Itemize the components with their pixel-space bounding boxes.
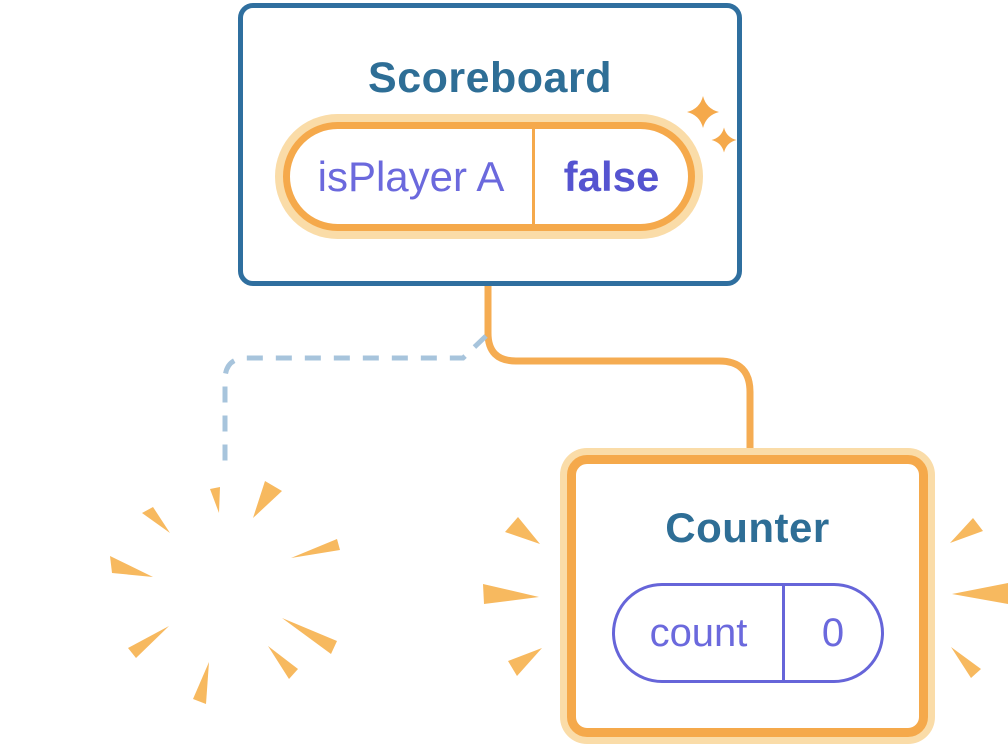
state-key-label: isPlayer A [290, 129, 535, 224]
counter-title: Counter [665, 504, 830, 551]
state-value-label: 0 [821, 610, 845, 655]
connector-kept-line [484, 281, 754, 458]
counter-state-pill: count 0 [612, 583, 884, 683]
scoreboard-card: Scoreboard isPlayer A false [238, 3, 742, 286]
scoreboard-state-pill: isPlayer A false [283, 122, 695, 231]
destroyed-component-card [84, 447, 369, 732]
state-value-label: false [563, 152, 660, 200]
state-key-label: count [615, 586, 785, 680]
scoreboard-title: Scoreboard [368, 54, 612, 102]
counter-card: Counter count 0 [567, 455, 928, 737]
connector-removed-line [222, 334, 488, 468]
